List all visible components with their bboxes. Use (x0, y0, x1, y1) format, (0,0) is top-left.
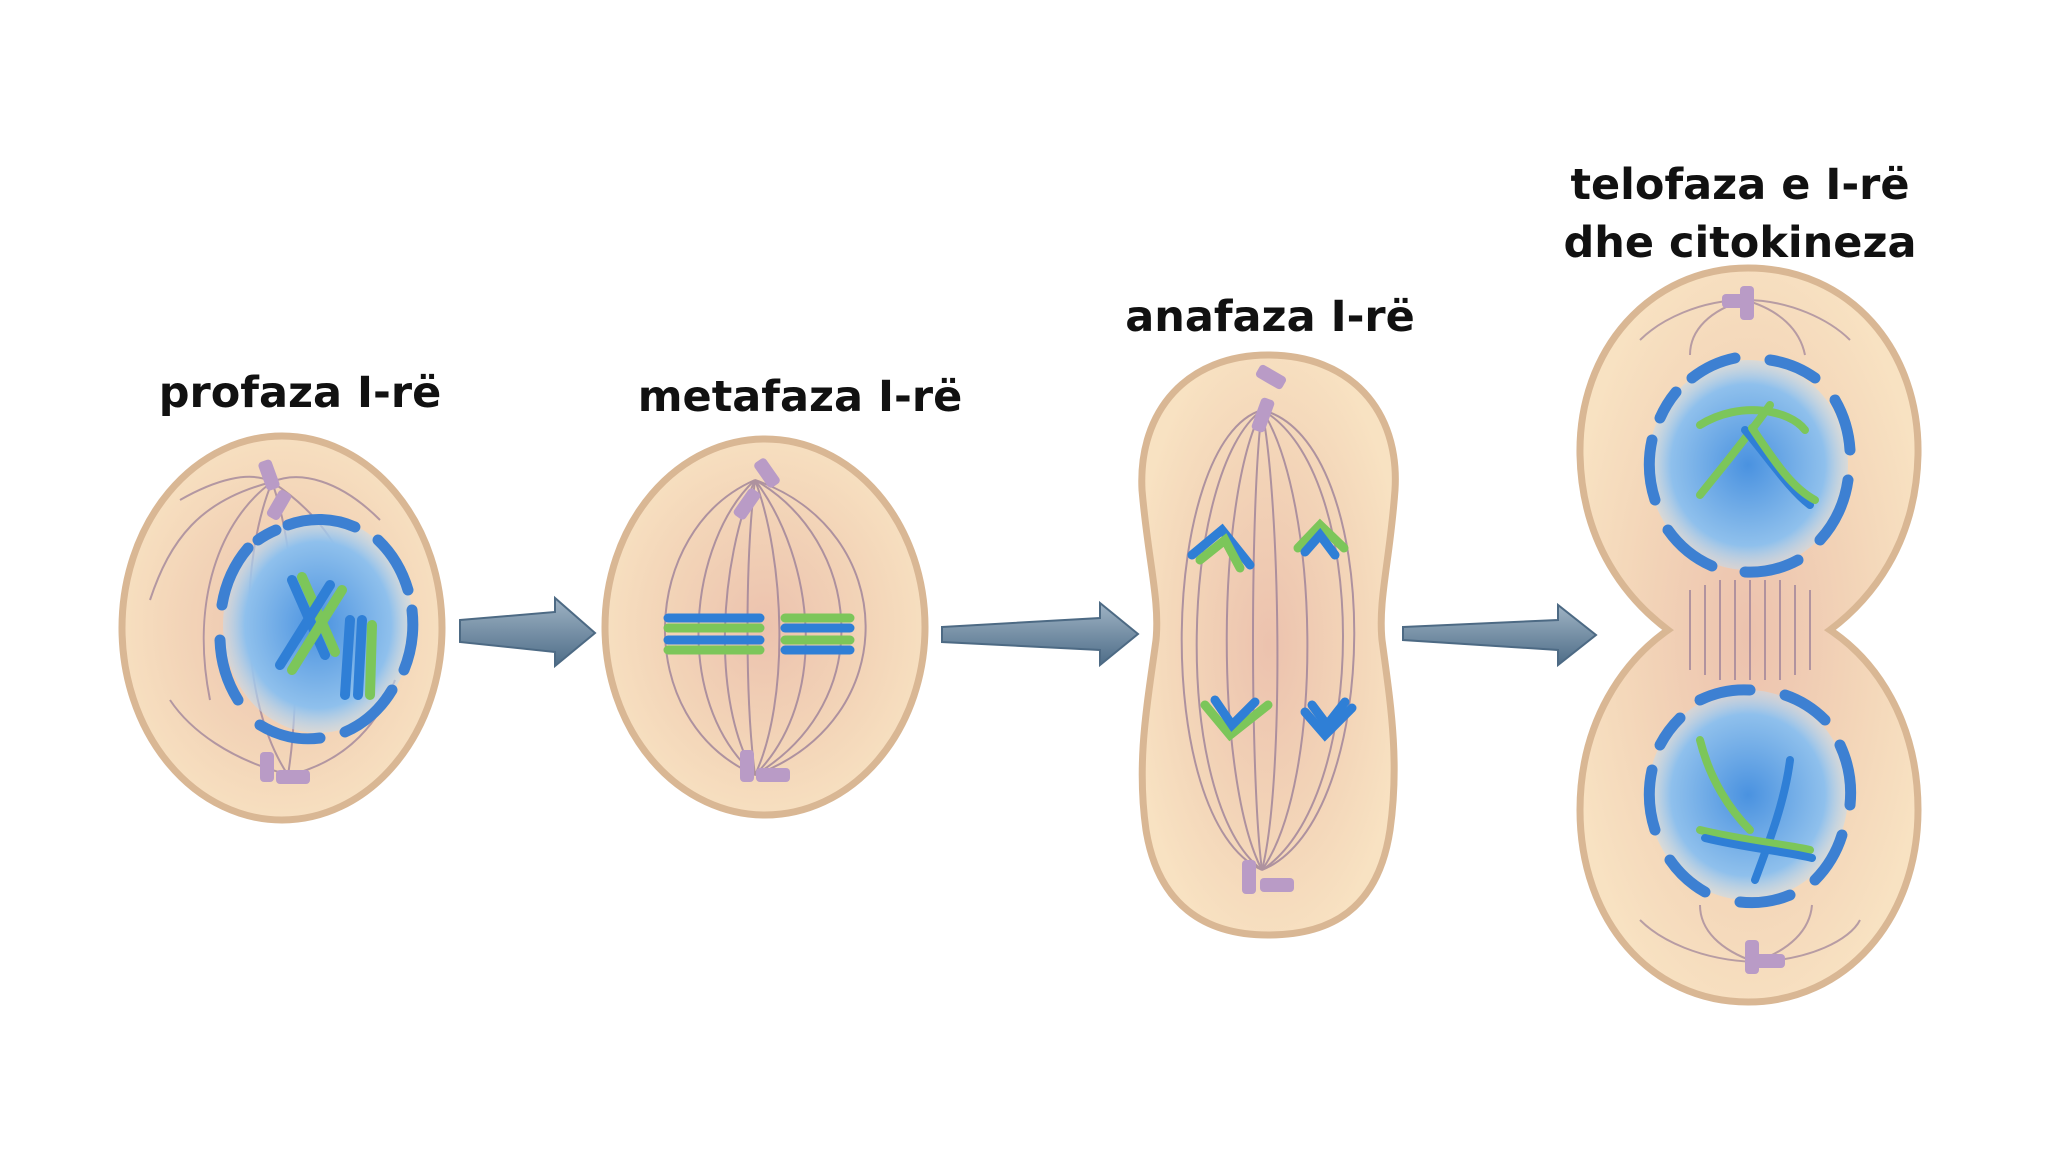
stage-label-anaphase: anafaza I-rë (1125, 292, 1415, 342)
stage-label-metaphase: metafaza I-rë (637, 372, 963, 422)
chromosomes-lower (1200, 695, 1357, 742)
centrosome-top (258, 459, 292, 521)
chromosomes-lower (1696, 736, 1816, 884)
cell-metaphase (601, 435, 929, 819)
stage-label-prophase: profaza I-rë (158, 368, 442, 418)
cell-membrane (601, 435, 929, 819)
stage-label-telophase-line2: dhe citokineza (1563, 218, 1917, 268)
arrow-2 (941, 600, 1140, 668)
centrosome-bottom (1242, 860, 1294, 894)
chromosomes-equator (663, 613, 855, 655)
centrosome-top (1251, 364, 1287, 433)
arrow-3 (1402, 602, 1598, 668)
nuclear-envelope-lower (1643, 684, 1857, 909)
stage-label-telophase-line1: telofaza e I-rë (1570, 160, 1910, 210)
centrosome-top (733, 458, 780, 520)
nuclear-envelope (214, 513, 419, 745)
cell-anaphase (1138, 351, 1399, 939)
centrosome-bottom (1745, 940, 1785, 974)
chromosomes-upper (1696, 401, 1819, 509)
spindle-fibers (1180, 409, 1356, 871)
nucleus-upper (1648, 360, 1848, 570)
chromosomes (275, 572, 377, 700)
chromosomes-upper (1187, 518, 1349, 573)
cell-membrane (1138, 351, 1399, 939)
nuclear-envelope-upper (1643, 352, 1856, 578)
cleavage-fibers (1689, 580, 1811, 680)
arrow-1 (459, 595, 597, 669)
centrosome-top (1722, 286, 1754, 320)
cell-prophase (118, 432, 446, 824)
cell-telophase (1576, 264, 1922, 1006)
centrosome-bottom (260, 752, 310, 784)
centrosome-bottom (740, 750, 790, 782)
